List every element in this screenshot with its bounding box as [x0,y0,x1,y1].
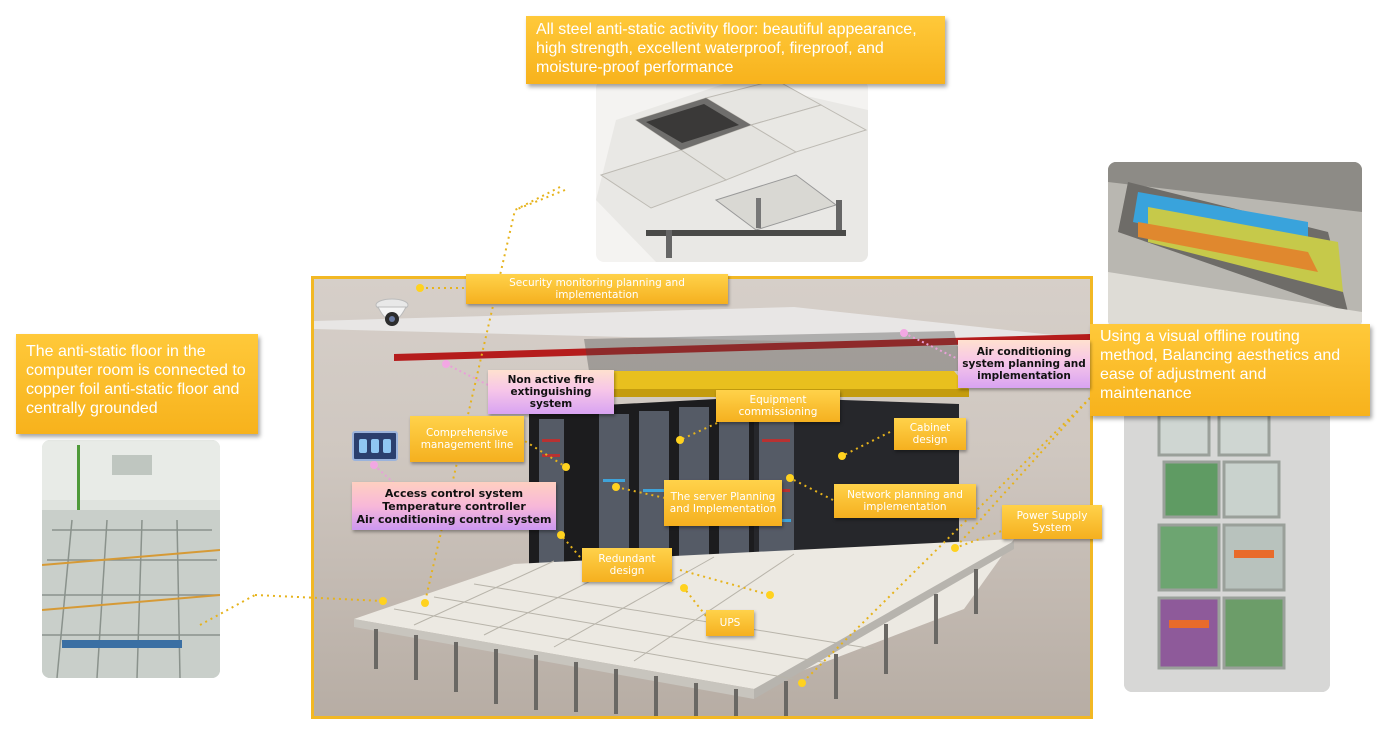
cable-tray-photo [1108,162,1362,328]
grounding-floor-photo [42,440,220,678]
label-air-conditioning: Air conditioning system planning and imp… [958,340,1090,388]
label-server-planning: The server Planning and Implementation [664,480,782,526]
left-callout: The anti-static floor in the computer ro… [16,334,258,434]
label-redundant-design: Redundant design [582,548,672,582]
security-camera-icon [372,295,412,335]
label-fire-extinguishing: Non active fire extinguishing system [488,370,614,414]
label-access-control-group: Access control system Temperature contro… [352,482,556,530]
top-callout: All steel anti-static activity floor: be… [526,16,945,84]
control-panel-icon [352,431,398,461]
label-power-supply: Power Supply System [1002,505,1102,539]
right-callout: Using a visual offline routing method, B… [1090,324,1370,416]
label-network-planning: Network planning and implementation [834,484,976,518]
label-ups: UPS [706,610,754,636]
aircon-control-line: Air conditioning control system [356,512,552,526]
label-cabinet-design: Cabinet design [894,418,966,450]
label-equipment-commissioning: Equipment commissioning [716,390,840,422]
access-control-line: Access control system [384,486,524,500]
label-management-line: Comprehensive management line [410,416,524,462]
label-security-monitoring: Security monitoring planning and impleme… [466,274,728,304]
floor-routing-photo [1124,410,1330,692]
floor-tile-photo [596,80,868,262]
temperature-controller-line: Temperature controller [382,499,526,513]
